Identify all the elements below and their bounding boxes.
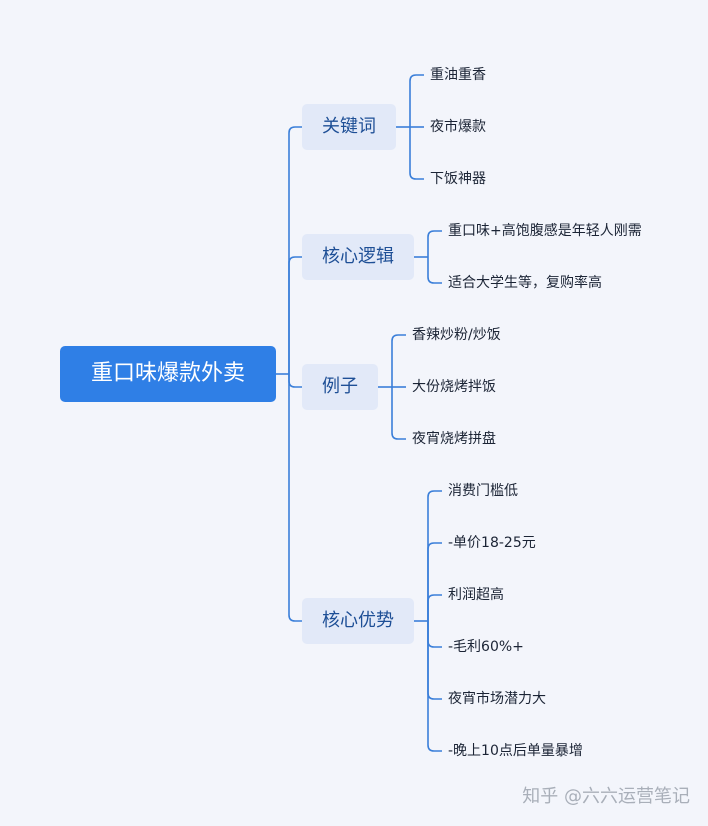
leaf-advantage-2: -单价18-25元: [448, 535, 536, 551]
connector-branch-3-leaf-3: [391, 387, 406, 440]
leaf-logic-2: 适合大学生等，复购率高: [448, 275, 602, 291]
watermark: 知乎 @六六运营笔记: [522, 786, 690, 807]
branch-node-core-advantages[interactable]: 核心优势: [302, 598, 414, 644]
connector-root-branch-3: [288, 374, 302, 388]
connector-branch-2-leaf-2: [427, 257, 442, 284]
connector-branch-1-leaf-1: [409, 74, 424, 127]
connector-branch-3-leaf-1: [391, 334, 406, 387]
leaf-keywords-3: 下饭神器: [430, 171, 486, 187]
connector-branch-4-leaf-6: [427, 621, 442, 752]
branch-node-core-logic[interactable]: 核心逻辑: [302, 234, 414, 280]
leaf-example-3: 夜宵烧烤拼盘: [412, 431, 496, 447]
branch-node-examples[interactable]: 例子: [302, 364, 378, 410]
connector-root-branch-1: [288, 126, 302, 374]
connector-branch-4-leaf-1: [427, 490, 442, 621]
leaf-example-2: 大份烧烤拌饭: [412, 379, 496, 395]
connector-root-branch-4: [288, 374, 302, 622]
leaf-logic-1: 重口味+高饱腹感是年轻人刚需: [448, 223, 642, 239]
leaf-advantage-3: 利润超高: [448, 587, 504, 603]
leaf-advantage-5: 夜宵市场潜力大: [448, 691, 546, 707]
leaf-advantage-6: -晚上10点后单量暴增: [448, 743, 583, 759]
connector-branch-1-leaf-3: [409, 127, 424, 180]
leaf-advantage-1: 消费门槛低: [448, 483, 518, 499]
connector-branch-4-leaf-4: [427, 621, 442, 648]
connector-branch-4-leaf-3: [427, 594, 442, 621]
connector-branch-4-leaf-2: [427, 542, 442, 621]
leaf-keywords-2: 夜市爆款: [430, 119, 486, 135]
leaf-advantage-4: -毛利60%+: [448, 639, 524, 655]
connector-branch-4-leaf-5: [427, 621, 442, 700]
connector-root-branch-2: [288, 256, 302, 374]
connector-branch-2-leaf-1: [427, 230, 442, 257]
leaf-example-1: 香辣炒粉/炒饭: [412, 327, 501, 343]
leaf-keywords-1: 重油重香: [430, 67, 486, 83]
branch-node-keywords[interactable]: 关键词: [302, 104, 396, 150]
root-node[interactable]: 重口味爆款外卖: [60, 346, 276, 402]
